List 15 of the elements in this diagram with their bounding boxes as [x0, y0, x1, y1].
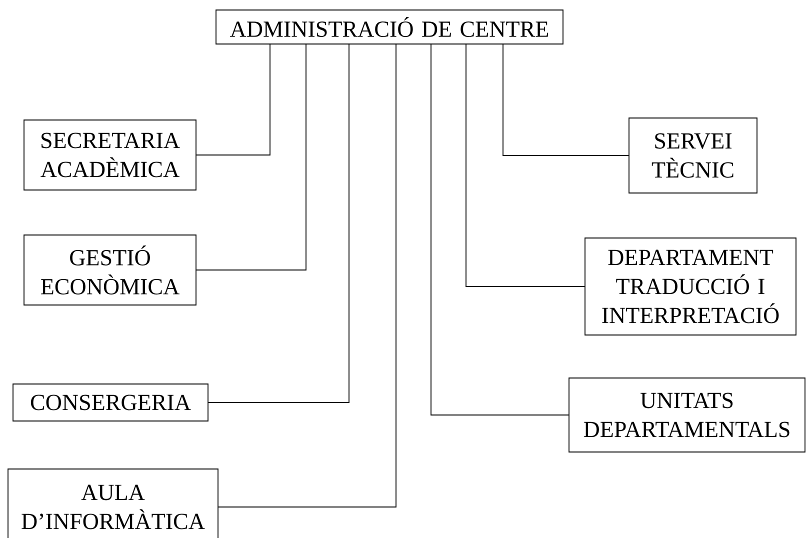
- connector-line: [502, 44, 629, 156]
- org-box: AULA D’INFORMÀTICA: [8, 468, 218, 538]
- org-box: UNITATS DEPARTAMENTALS: [568, 378, 806, 452]
- connector-line: [196, 44, 270, 156]
- connector-line: [430, 44, 569, 416]
- connector-line: [196, 44, 306, 270]
- org-box: SERVEI TÈCNIC: [628, 118, 758, 194]
- connector-line: [466, 44, 585, 287]
- connector-line: [218, 44, 396, 508]
- org-box: SECRETARIA ACADÈMICA: [24, 120, 196, 190]
- org-box: CONSERGERIA: [12, 384, 208, 422]
- connector-line: [208, 44, 350, 403]
- org-box: GESTIÓ ECONÒMICA: [24, 234, 196, 306]
- org-box: DEPARTAMENT TRADUCCIÓ I INTERPRETACIÓ: [584, 238, 796, 336]
- org-box: ADMINISTRACIÓ DE CENTRE: [216, 10, 564, 44]
